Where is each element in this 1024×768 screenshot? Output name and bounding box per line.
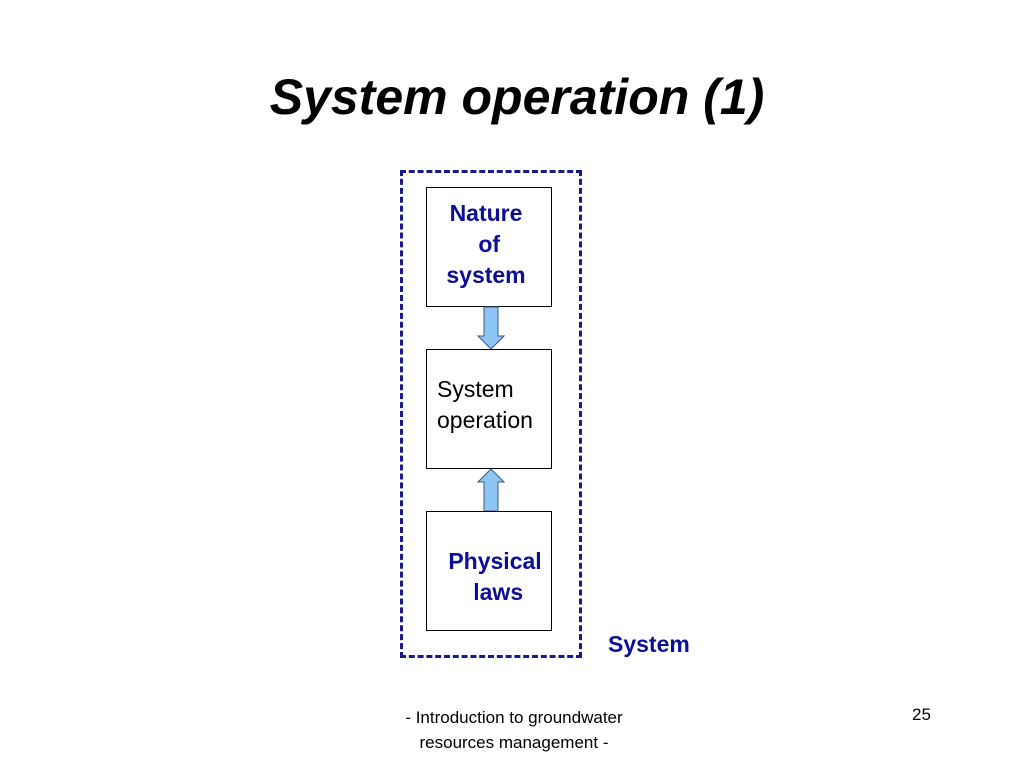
down-arrow-icon (477, 306, 505, 350)
slide-footer: - Introduction to groundwater resources … (405, 708, 623, 752)
system-boundary-label: System (608, 631, 690, 657)
up-arrow-icon (477, 468, 505, 512)
nature-of-system-label: Nature of system (446, 200, 526, 288)
system-boundary (400, 170, 582, 658)
page-number: 25 (912, 705, 931, 724)
physical-laws-box: Physical laws (426, 511, 552, 631)
nature-of-system-box: Nature of system (426, 187, 552, 307)
physical-laws-label: Physical laws (448, 548, 542, 605)
system-operation-box: System operation (426, 349, 552, 469)
system-operation-label: System operation (437, 376, 533, 433)
slide-title: System operation (1) (269, 69, 765, 125)
